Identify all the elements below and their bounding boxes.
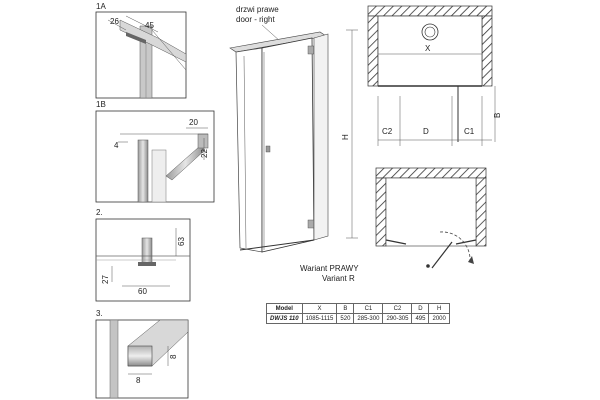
detail-1a-slot — [126, 32, 146, 44]
col-b: B — [336, 303, 355, 314]
col-x: X — [301, 303, 338, 314]
detail-1a-dim-line-a — [107, 19, 127, 31]
cell-x: 1085-1115 — [301, 313, 338, 324]
detail-3-label: 3. — [96, 309, 103, 318]
swing-wall-left — [375, 177, 387, 247]
detail-1b-dim-a: 20 — [189, 118, 198, 127]
door-elevation: drzwi prawe door - right H Wariant PRAWY… — [229, 5, 359, 283]
door-bottom-seal — [239, 239, 315, 251]
detail-2-dim-c: 60 — [138, 287, 147, 296]
swing-plan — [375, 167, 487, 269]
detail-3-dim-a: 8 — [169, 354, 178, 359]
door-fixed-panel — [235, 47, 263, 253]
door-height-label: H — [341, 134, 350, 140]
plan-c1-label: C1 — [464, 127, 475, 136]
detail-3: 3. 8 8 — [95, 309, 189, 399]
detail-1a-glass-edge — [151, 29, 187, 71]
cell-model: DWJS 110 — [266, 313, 303, 324]
detail-2-dim-b: 27 — [101, 275, 110, 284]
door-wall-profile — [313, 33, 329, 241]
cell-c2: 290-305 — [382, 313, 413, 324]
plan-c2-label: C2 — [382, 127, 393, 136]
swing-arrow — [468, 256, 474, 264]
detail-1b: 1B 20 4 22 — [95, 100, 215, 203]
col-h: H — [428, 303, 450, 314]
detail-1a-dim-line-b — [125, 15, 159, 33]
detail-3-profile-end — [127, 345, 153, 367]
door-variant-line2: Variant R — [322, 274, 355, 283]
swing-tray — [385, 177, 477, 247]
cell-h: 2000 — [428, 313, 450, 324]
swing-fixed-panel-left — [385, 239, 407, 245]
detail-1a: 1A 26 45 — [95, 2, 187, 99]
cell-b: 520 — [336, 313, 355, 324]
swing-wall-top — [375, 167, 487, 179]
plan-drain-inner — [424, 26, 436, 38]
plan-view: X B C2 D C1 — [367, 5, 502, 146]
detail-1b-arm — [165, 145, 206, 181]
detail-3-dim-b: 8 — [136, 376, 141, 385]
plan-wall-left — [367, 15, 379, 87]
cell-c1: 285-300 — [353, 313, 384, 324]
detail-1a-label: 1A — [96, 2, 106, 11]
col-c1: C1 — [353, 303, 384, 314]
door-leaf — [261, 37, 315, 253]
col-d: D — [411, 303, 430, 314]
detail-1b-wall-bracket — [197, 133, 209, 149]
swing-arc — [439, 231, 471, 263]
detail-1b-label: 1B — [96, 100, 106, 109]
spec-table: Model X B C1 C2 D H DWJS 110 1085-1115 5… — [266, 303, 450, 324]
plan-x-label: X — [425, 44, 431, 53]
detail-2: 2. 63 27 60 — [95, 208, 191, 302]
detail-1a-dim-b: 45 — [145, 21, 154, 30]
detail-1b-glass — [151, 149, 167, 203]
swing-wall-right — [475, 177, 487, 247]
plan-b-label: B — [493, 113, 502, 118]
cell-d: 495 — [411, 313, 430, 324]
detail-2-profile — [141, 237, 153, 266]
swing-fixed-panel-right — [455, 239, 477, 245]
detail-1b-dim-b: 4 — [114, 141, 119, 150]
detail-3-post — [109, 319, 119, 399]
detail-1b-dim-c: 22 — [200, 149, 209, 158]
table-row: DWJS 110 1085-1115 520 285-300 290-305 4… — [266, 313, 450, 324]
detail-1a-dim-a: 26 — [110, 17, 119, 26]
door-fixed-profile — [243, 55, 247, 249]
door-hinge-top — [307, 45, 315, 55]
detail-2-seal — [138, 262, 156, 266]
detail-1b-post — [137, 139, 149, 203]
door-handle — [265, 145, 271, 153]
door-callout-line1: drzwi prawe — [236, 5, 279, 14]
door-hinge-bottom — [307, 219, 315, 229]
door-callout-line2: door - right — [236, 15, 275, 24]
plan-wall-right — [481, 15, 493, 87]
detail-1a-rail — [119, 19, 187, 63]
detail-2-dim-a: 63 — [177, 237, 186, 246]
spec-table-header: Model X B C1 C2 D H — [266, 303, 450, 314]
swing-door-open — [431, 241, 453, 269]
col-c2: C2 — [382, 303, 413, 314]
plan-wall-top — [367, 5, 493, 17]
plan-d-label: D — [423, 127, 429, 136]
detail-2-label: 2. — [96, 208, 103, 217]
door-variant-line1: Wariant PRAWY — [300, 264, 359, 273]
swing-pivot — [426, 264, 430, 268]
col-model: Model — [266, 303, 303, 314]
